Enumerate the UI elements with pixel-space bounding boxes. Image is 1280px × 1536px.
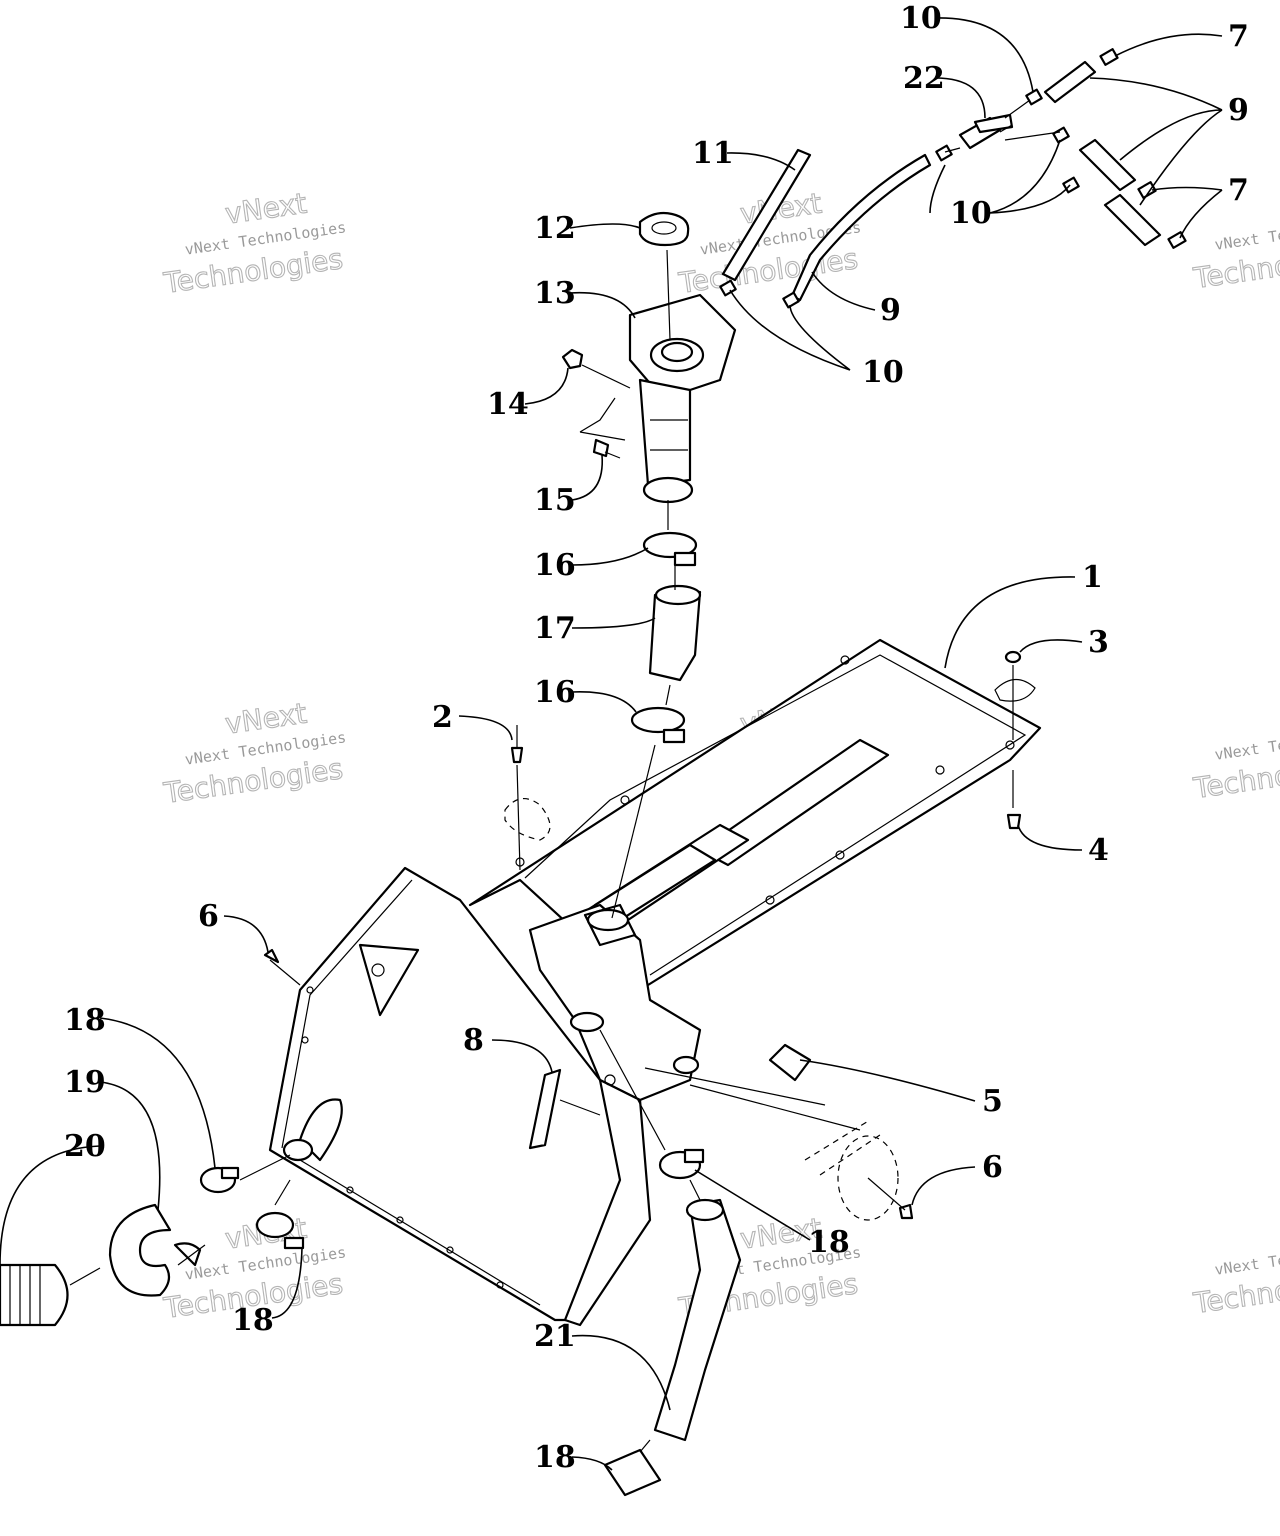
callout-5: 5 xyxy=(982,1084,1003,1119)
callout-21: 21 xyxy=(534,1319,576,1354)
leader-lines xyxy=(0,17,1223,1471)
callout-10-top: 10 xyxy=(900,1,942,36)
part-18-clamp-left-lower xyxy=(255,1211,305,1250)
part-14-screw xyxy=(561,348,584,370)
watermark-bottom-right: vNext Technologies Technologies xyxy=(1190,1238,1280,1320)
part-16-clamp-lower xyxy=(630,706,686,744)
part-5-gasket-plate xyxy=(768,1043,812,1082)
part-12-radiator-cap xyxy=(638,211,690,247)
callout-labels: 1 2 3 4 5 6 6 7 7 8 9 9 10 10 10 11 12 1… xyxy=(64,1,1249,1475)
part-11-overflow-hose xyxy=(721,148,812,282)
part-22-tee-fitting xyxy=(958,113,1014,150)
callout-18-lower-left: 18 xyxy=(232,1303,274,1338)
callout-15: 15 xyxy=(534,483,576,518)
assembly-lines xyxy=(69,99,1061,1453)
watermark-top-left: vNext vNext Technologies Technologies xyxy=(161,186,348,300)
callout-10-center: 10 xyxy=(862,355,904,390)
callout-2: 2 xyxy=(432,700,453,735)
callout-3: 3 xyxy=(1088,625,1109,660)
tunnel-frame xyxy=(268,866,702,1327)
callout-6-left: 6 xyxy=(198,899,219,934)
callout-13: 13 xyxy=(534,276,576,311)
part-10-clamps xyxy=(719,88,1080,309)
watermark-mid-left: vNext vNext Technologies Technologies xyxy=(161,696,348,810)
callout-18-left: 18 xyxy=(64,1003,106,1038)
watermark-mid-right: vNext Technologies Technologies xyxy=(1190,723,1280,805)
part-13-filler-neck xyxy=(628,293,737,504)
part-18-clamp-bottom xyxy=(603,1448,662,1497)
callout-22: 22 xyxy=(903,61,945,96)
callout-9-center: 9 xyxy=(880,293,901,328)
watermark-logo: vNext xyxy=(223,697,309,741)
part-15-screw xyxy=(592,438,621,459)
callout-17: 17 xyxy=(534,611,576,646)
callout-18-bottom: 18 xyxy=(534,1440,576,1475)
callout-18-right: 18 xyxy=(808,1225,850,1260)
part-17-hose xyxy=(648,584,702,682)
part-21-hose xyxy=(653,1198,742,1442)
part-18-clamp-right xyxy=(658,1148,705,1180)
part-9-hose-mid xyxy=(1078,138,1137,192)
part-8-bracket xyxy=(528,1068,562,1150)
watermark-text: vNext Technologies xyxy=(1213,213,1280,253)
callout-7-top: 7 xyxy=(1228,19,1249,54)
watermark-logo: vNext xyxy=(223,187,309,231)
part-2-rivet xyxy=(510,725,524,764)
callout-4: 4 xyxy=(1088,833,1109,868)
part-9-hose-upper xyxy=(1043,60,1097,104)
callout-16-upper: 16 xyxy=(534,548,576,583)
callout-16-lower: 16 xyxy=(534,675,576,710)
callout-6-right: 6 xyxy=(982,1150,1003,1185)
part-19-hose xyxy=(108,1203,202,1297)
callout-19: 19 xyxy=(64,1065,106,1100)
callout-11: 11 xyxy=(692,136,734,171)
part-3-nut xyxy=(994,650,1036,702)
watermark-top-right: vNext Technologies Technologies xyxy=(1190,213,1280,295)
callout-9-right: 9 xyxy=(1228,93,1249,128)
part-4-screw xyxy=(1006,813,1022,830)
callout-8: 8 xyxy=(463,1023,484,1058)
callout-10-mid: 10 xyxy=(950,196,992,231)
part-9-hose-lower xyxy=(1103,193,1162,247)
callout-1: 1 xyxy=(1082,560,1103,595)
part-6-rivet-left xyxy=(263,948,280,964)
callout-20: 20 xyxy=(64,1129,106,1164)
callout-12: 12 xyxy=(534,211,576,246)
part-16-clamp-upper xyxy=(642,531,698,567)
callout-14: 14 xyxy=(487,387,529,422)
watermark-text: vNext Technologies xyxy=(1213,1238,1280,1278)
callout-7-mid: 7 xyxy=(1228,173,1249,208)
watermark-text: vNext Technologies xyxy=(1213,723,1280,763)
part-18-clamp-left-upper xyxy=(199,1166,240,1194)
part-20-sleeve xyxy=(0,1263,69,1327)
